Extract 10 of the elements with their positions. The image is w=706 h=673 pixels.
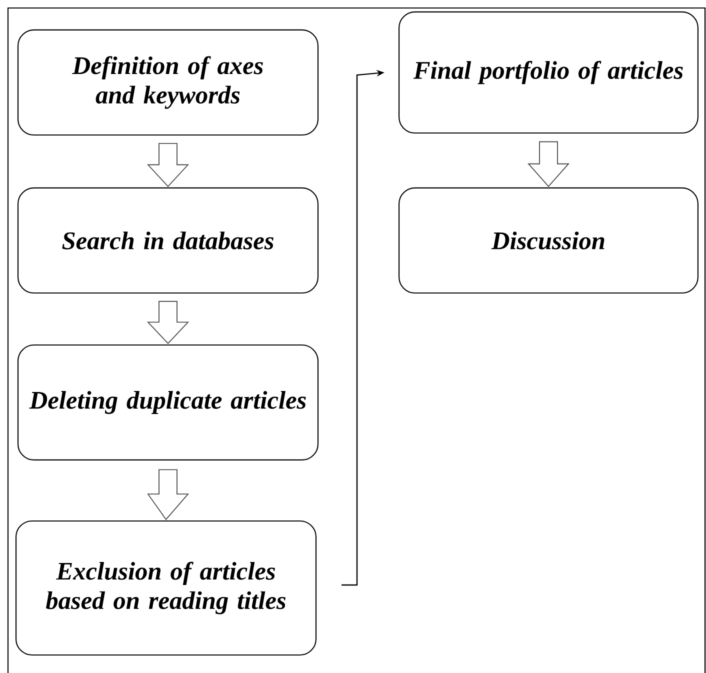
process-box: Definition of axes and keywords: [17, 29, 319, 136]
process-box: Discussion: [398, 187, 698, 294]
block-arrow: [527, 141, 570, 188]
process-box: Search in databases: [17, 187, 319, 294]
process-box: Exclusion of articles based on reading titles: [15, 520, 317, 656]
process-box: Final portfolio of articles: [398, 11, 698, 134]
block-arrow: [146, 143, 190, 188]
block-arrow: [146, 300, 190, 344]
block-arrow: [147, 469, 190, 520]
process-box: Deleting duplicate articles: [17, 344, 319, 460]
